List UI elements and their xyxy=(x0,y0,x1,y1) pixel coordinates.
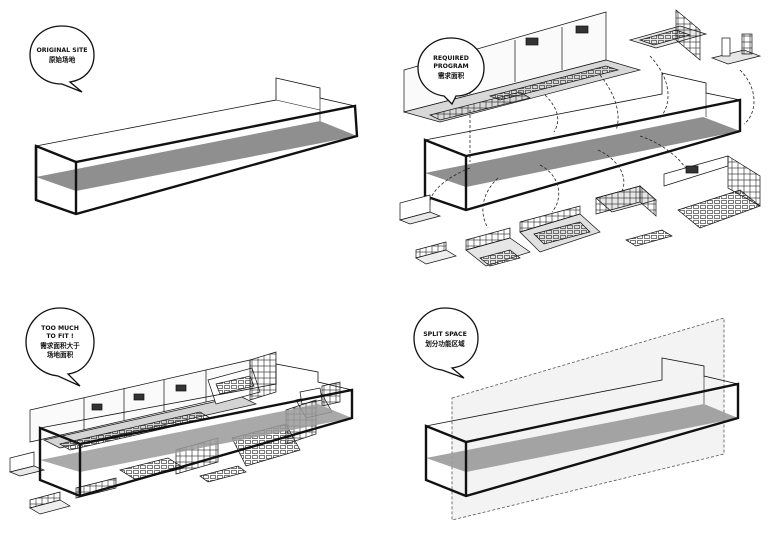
callout-line: 划分功能区域 xyxy=(425,339,465,348)
callout-bubble: TOO MUCH TO FIT ! 需求面积大于 场地面积 xyxy=(25,307,95,387)
program-block-lounge xyxy=(710,33,762,65)
panel-too-much-to-fit: TOO MUCH TO FIT ! 需求面积大于 场地面积 xyxy=(8,307,354,515)
program-block-office xyxy=(628,9,708,61)
program-block-archive xyxy=(595,185,673,247)
panel-original-site: ORIGINAL SITE 原始场地 xyxy=(29,25,359,216)
callout-line: ORIGINAL SITE xyxy=(37,47,88,54)
site-box xyxy=(423,72,742,212)
callout-line: 原始场地 xyxy=(49,55,76,64)
site-box xyxy=(424,357,740,498)
split-plane xyxy=(451,317,725,521)
panel-required-program: REQUIRED PROGRAM 需求面积 xyxy=(398,9,762,267)
callout-line: PROGRAM xyxy=(433,63,468,70)
callout-bubble: SPLIT SPACE 划分功能区域 xyxy=(413,307,479,379)
callout-bubble: ORIGINAL SITE 原始场地 xyxy=(29,25,95,93)
program-block-reading-area xyxy=(465,227,531,267)
callout-line: REQUIRED xyxy=(433,55,469,62)
program-block-study-room xyxy=(519,205,601,253)
site-box xyxy=(38,363,354,498)
callout-line: 场地面积 xyxy=(47,350,74,359)
callout-line: TOO MUCH xyxy=(41,325,79,332)
program-block-auditorium xyxy=(663,155,761,229)
callout-line: SPLIT SPACE xyxy=(423,331,467,338)
program-block-reception xyxy=(398,194,457,265)
site-box xyxy=(34,77,359,216)
callout-line: 需求面积大于 xyxy=(40,341,80,350)
panel-split-space: SPLIT SPACE 划分功能区域 xyxy=(413,307,740,521)
callout-line: 需求面积 xyxy=(438,71,465,80)
callout-line: TO FIT ! xyxy=(46,333,73,340)
callout-bubble: REQUIRED PROGRAM 需求面积 xyxy=(417,37,485,106)
